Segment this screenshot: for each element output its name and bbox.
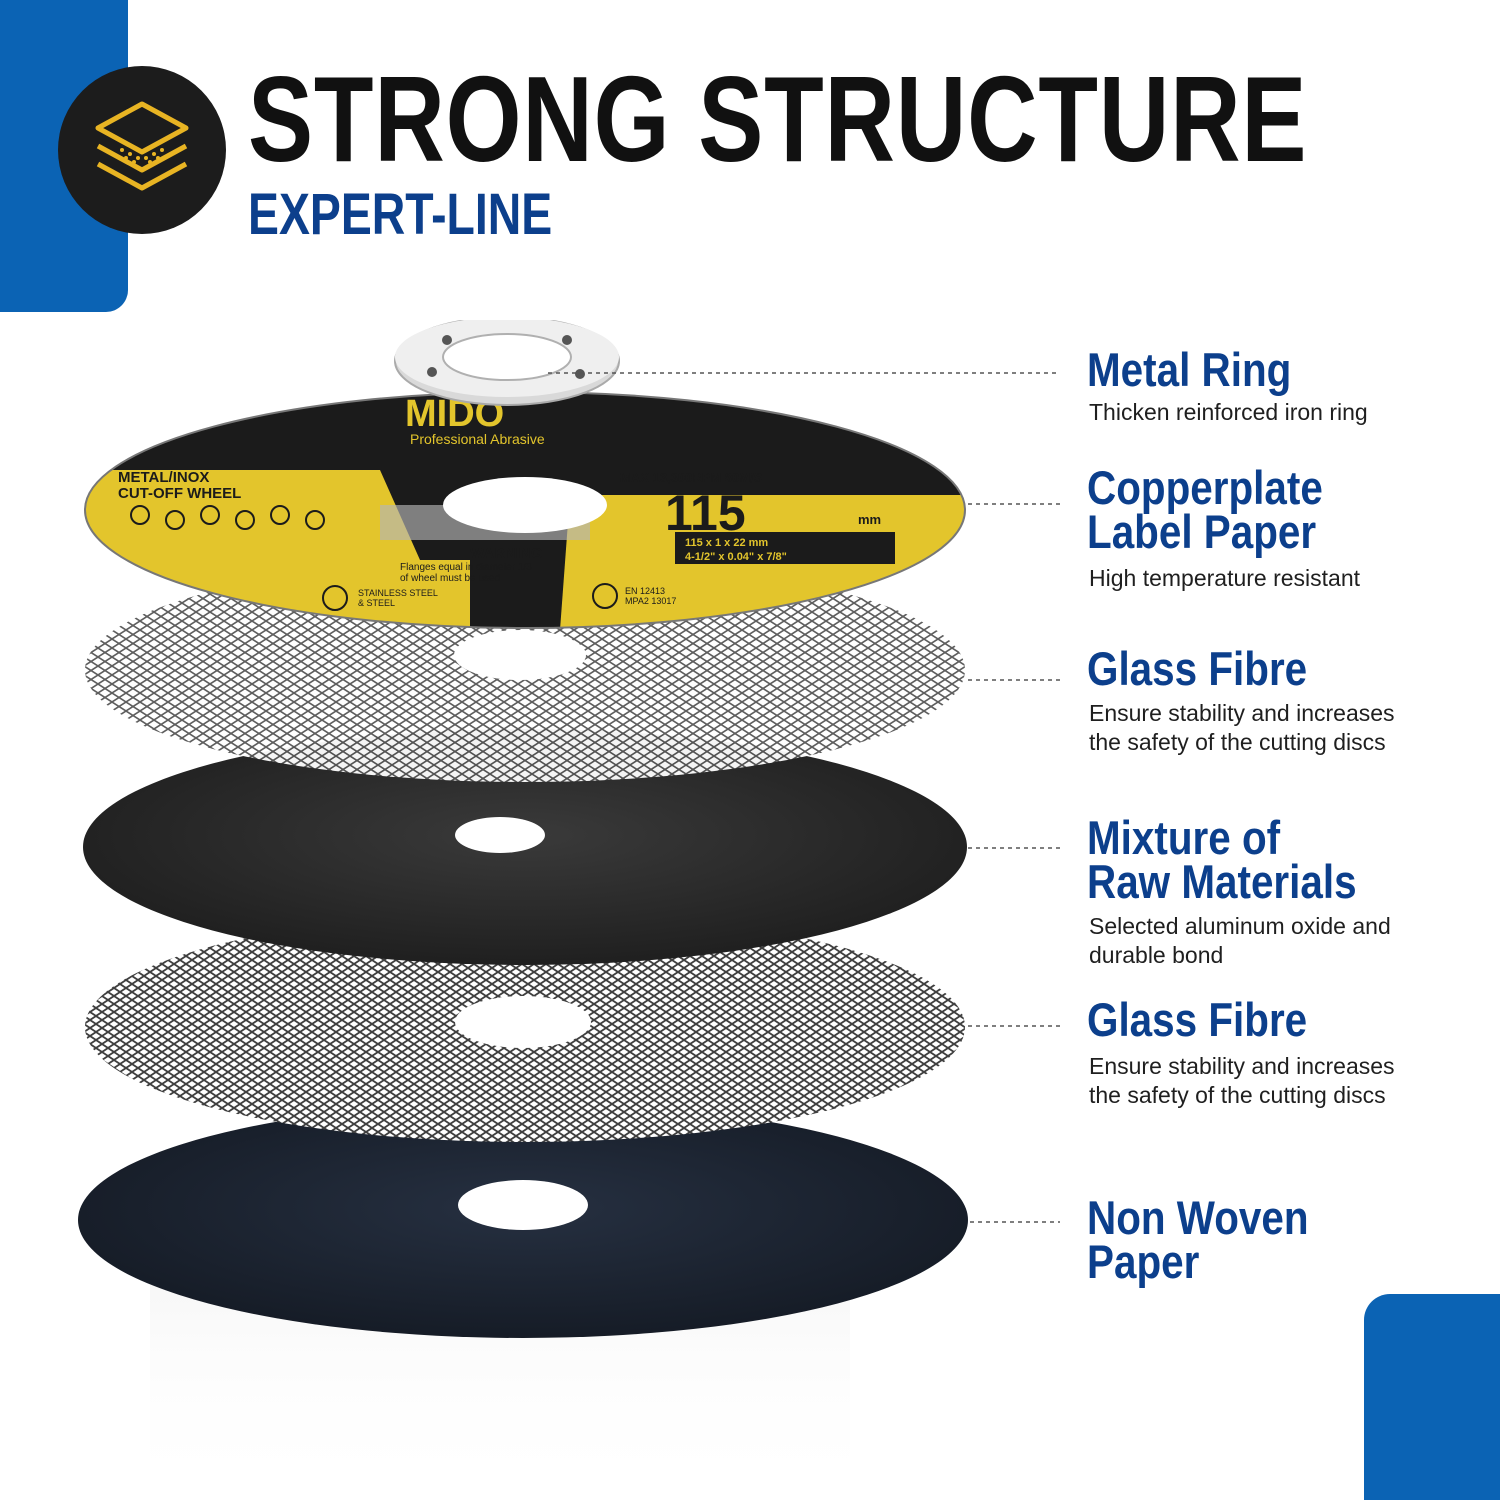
warning-title: WARNING xyxy=(470,545,543,562)
layer-title-glass-fibre-2: Glass Fibre xyxy=(1087,993,1308,1046)
disc-speed: MAX 13,300RPM 80M/S xyxy=(620,470,763,485)
material-line-1: STAINLESS STEEL xyxy=(358,588,438,598)
raw-materials-disc xyxy=(83,729,967,965)
layers-icon xyxy=(58,66,226,234)
page-title: STRONG STRUCTURE xyxy=(248,51,1308,187)
warning-text-2: of wheel must be used xyxy=(400,573,500,584)
non-woven-paper-disc xyxy=(78,1102,968,1338)
layer-title-metal-ring: Metal Ring xyxy=(1087,343,1292,396)
metal-ring xyxy=(394,320,620,406)
standard-line-1: EN 12413 xyxy=(625,586,665,596)
disc-type-line-2: CUT-OFF WHEEL xyxy=(118,485,241,502)
disc-dims-metric: 115 x 1 x 22 mm xyxy=(685,537,768,549)
disc-dims-box xyxy=(675,532,895,564)
warning-text-1: Flanges equal in diameter 1/3 xyxy=(400,562,532,573)
standard-line-2: MPA2 13017 xyxy=(625,596,676,606)
brand-tagline: Professional Abrasive xyxy=(410,431,545,447)
exploded-disc-illustration: MIDO Professional Abrasive METAL/INOX CU… xyxy=(78,320,968,1500)
product-line-subtitle: EXPERT-LINE xyxy=(248,182,553,247)
disc-size-unit: mm xyxy=(858,512,881,527)
corner-accent-bottom-right xyxy=(1364,1294,1500,1500)
glass-fibre-disc-2 xyxy=(85,912,965,1142)
layer-desc-metal-ring: Thicken reinforced iron ring xyxy=(1089,399,1368,425)
disc-type-line-1: METAL/INOX xyxy=(118,469,209,486)
label-paper-disc xyxy=(84,391,966,629)
layer-desc-label-paper: High temperature resistant xyxy=(1089,565,1361,591)
glass-fibre-disc-1 xyxy=(85,558,965,782)
safety-icons xyxy=(130,505,618,611)
material-line-2: & STEEL xyxy=(358,598,395,608)
layer-title-glass-fibre-1: Glass Fibre xyxy=(1087,642,1308,695)
disc-dims-imperial: 4-1/2" x 0.04" x 7/8" xyxy=(685,551,787,563)
disc-size: 115 xyxy=(665,485,746,541)
